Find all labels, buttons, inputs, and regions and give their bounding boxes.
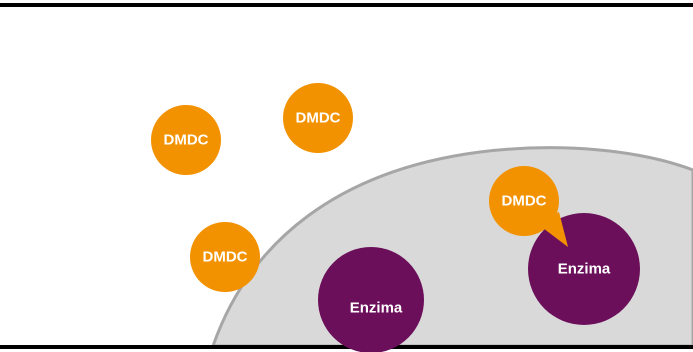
dmdc-molecule-1: DMDC xyxy=(151,105,221,175)
enzyme-label: Enzima xyxy=(558,261,611,278)
dmdc-bound-molecule: DMDC xyxy=(489,166,568,247)
dmdc-label: DMDC xyxy=(296,110,341,127)
bottom-border-line xyxy=(0,345,693,349)
dmdc-molecule-3: DMDC xyxy=(190,222,260,292)
dmdc-molecule-2: DMDC xyxy=(283,83,353,153)
enzyme-label: Enzima xyxy=(350,300,403,317)
dmdc-label: DMDC xyxy=(203,249,248,266)
dmdc-label: DMDC xyxy=(502,193,547,210)
enzyme-2: Enzima xyxy=(528,213,640,325)
dmdc-label: DMDC xyxy=(164,132,209,149)
enzyme-1: Enzima xyxy=(318,247,424,352)
top-border-line xyxy=(0,3,693,7)
